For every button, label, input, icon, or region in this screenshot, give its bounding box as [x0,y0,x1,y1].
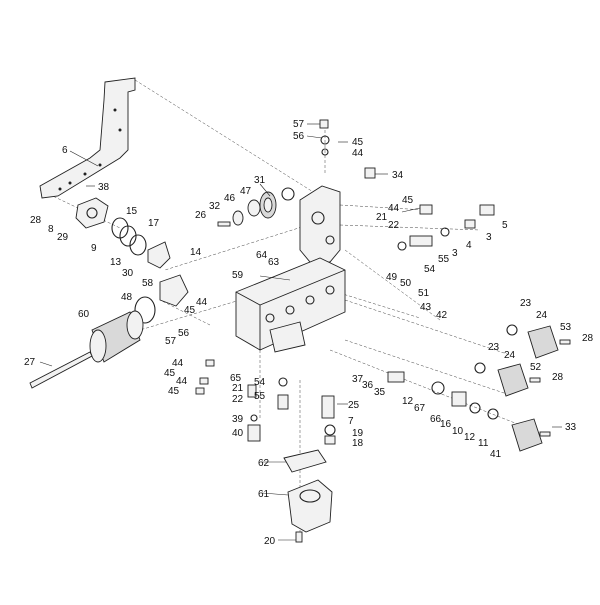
callout-63: 63 [268,257,280,268]
callout-26: 26 [195,210,207,221]
callout-10: 10 [452,426,464,437]
gear-assembly [217,187,295,227]
callout-65: 65 [230,373,242,384]
callout-34: 34 [392,170,404,181]
callout-59: 59 [232,270,244,281]
callout-21: 21 [376,212,388,223]
callout-44: 44 [172,358,184,369]
callout-44: 44 [352,148,364,159]
callout-41: 41 [490,449,502,460]
callout-15: 15 [126,206,138,217]
callout-9: 9 [91,243,97,254]
callout-13: 13 [110,257,122,268]
callout-37: 37 [352,374,364,385]
callout-58: 58 [142,278,154,289]
callout-14: 14 [190,247,202,258]
callout-44: 44 [388,203,400,214]
lower-parts [195,359,405,543]
callout-45: 45 [402,195,414,206]
callout-4: 4 [466,240,472,251]
callout-19: 19 [352,428,364,439]
callout-27: 27 [24,357,36,368]
callout-57: 57 [293,119,305,130]
callout-labels: 57 56 45 44 34 6 38 28 8 29 15 17 9 13 1… [24,119,594,547]
callout-54: 54 [424,264,436,275]
callout-62: 62 [258,458,270,469]
callout-3: 3 [486,232,492,243]
callout-28: 28 [552,372,564,383]
callout-22: 22 [232,394,244,405]
callout-35: 35 [374,387,386,398]
callout-45: 45 [168,386,180,397]
callout-57: 57 [165,336,177,347]
callout-56: 56 [178,328,190,339]
main-valve-body [235,257,346,353]
fittings-upper-right [397,204,495,251]
callout-11: 11 [478,438,489,449]
callout-50: 50 [400,278,412,289]
callout-55: 55 [254,391,266,402]
callout-54: 54 [254,377,266,388]
leader-lines [39,123,562,541]
callout-31: 31 [254,175,266,186]
callout-51: 51 [418,288,430,299]
bracket-plate-part [39,77,136,199]
callout-45: 45 [164,368,176,379]
callout-20: 20 [264,536,276,547]
cover-assembly [75,197,171,269]
callout-21: 21 [232,383,244,394]
callout-24: 24 [536,310,548,321]
callout-36: 36 [362,380,374,391]
callout-45: 45 [184,305,196,316]
callout-52: 52 [530,362,542,373]
callout-45: 45 [352,137,364,148]
callout-66: 66 [430,414,442,425]
callout-33: 33 [565,422,577,433]
callout-55: 55 [438,254,450,265]
callout-49: 49 [386,272,398,283]
callout-42: 42 [436,310,448,321]
callout-38: 38 [98,182,110,193]
callout-61: 61 [258,489,270,500]
callout-6: 6 [62,145,68,156]
callout-46: 46 [224,193,236,204]
callout-23: 23 [488,342,500,353]
gasket-plate-part [134,274,189,324]
callout-64: 64 [256,250,268,261]
callout-53: 53 [560,322,572,333]
callout-28: 28 [582,333,594,344]
motor-assembly [29,310,144,389]
callout-43: 43 [420,302,432,313]
callout-7: 7 [348,416,354,427]
callout-29: 29 [57,232,69,243]
callout-3: 3 [452,248,458,259]
callout-18: 18 [352,438,364,449]
callout-28: 28 [30,215,42,226]
callout-5: 5 [502,220,508,231]
callout-12: 12 [402,396,414,407]
callout-8: 8 [48,224,54,235]
callout-67: 67 [414,403,426,414]
callout-60: 60 [78,309,90,320]
callout-17: 17 [148,218,160,229]
solenoid-valves [431,324,571,452]
callout-12: 12 [464,432,476,443]
callout-30: 30 [122,268,134,279]
callout-16: 16 [440,419,452,430]
callout-48: 48 [121,292,133,303]
callout-56: 56 [293,131,305,142]
callout-24: 24 [504,350,516,361]
callout-32: 32 [209,201,221,212]
upper-housing-part [299,119,376,263]
callout-25: 25 [348,400,360,411]
callout-47: 47 [240,186,252,197]
callout-40: 40 [232,428,244,439]
callout-44: 44 [196,297,208,308]
callout-44: 44 [176,376,188,387]
callout-39: 39 [232,414,244,425]
callout-23: 23 [520,298,532,309]
callout-22: 22 [388,220,400,231]
